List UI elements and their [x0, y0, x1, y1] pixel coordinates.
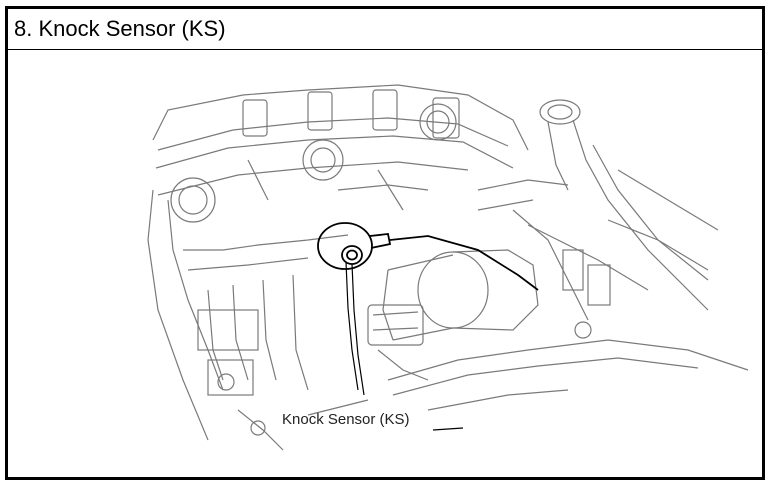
- engine-block-lines: [147, 84, 749, 451]
- engine-illustration: Knock Sensor (KS): [8, 50, 762, 477]
- knock-sensor-icon: [317, 222, 539, 291]
- callout-leader-line: [345, 261, 464, 431]
- document-frame: 8. Knock Sensor (KS): [5, 6, 765, 480]
- engine-drawing: [147, 84, 749, 451]
- section-header: 8. Knock Sensor (KS): [8, 9, 762, 50]
- section-title: 8. Knock Sensor (KS): [14, 16, 226, 41]
- knock-sensor-callout-label: Knock Sensor (KS): [282, 411, 410, 428]
